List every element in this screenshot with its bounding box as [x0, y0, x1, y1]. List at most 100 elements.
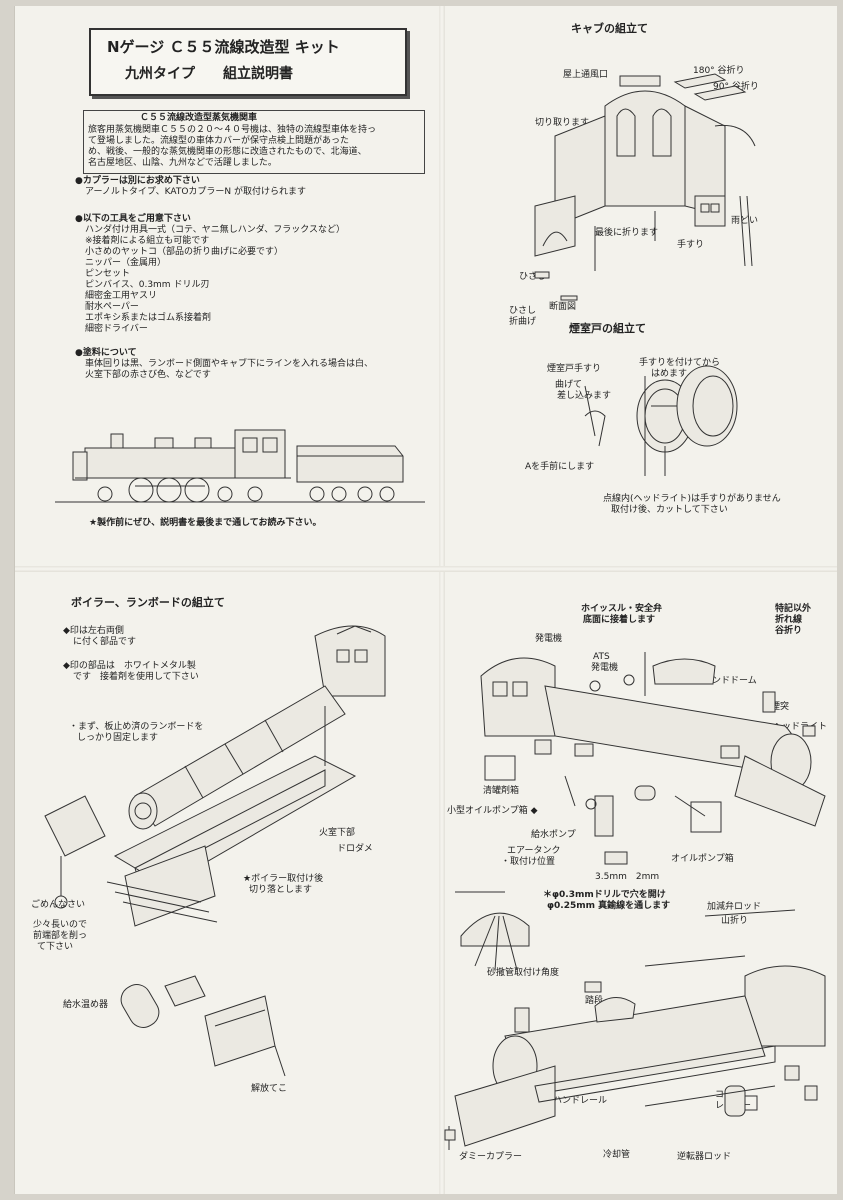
cab-label: 切り取ります	[535, 118, 590, 128]
cab-label: 最後に折ります	[595, 228, 659, 238]
final-label: 踏段	[585, 996, 604, 1006]
parts-note: 底面に接着します	[583, 615, 656, 625]
paint-line: 火室下部の赤さび色、などです	[85, 370, 211, 380]
cab-label: 折曲げ	[509, 317, 537, 327]
tool-line: ※接着剤による組立も可能です	[85, 236, 210, 246]
intro-line: 名古屋地区、山陰、九州などで活躍しました。	[88, 158, 277, 168]
fold-line-horizontal	[15, 566, 837, 572]
parts-mounting-drawing	[445, 626, 835, 886]
smokebox-label: 差し込みます	[557, 391, 612, 401]
boiler-label: 解放てこ	[251, 1084, 288, 1094]
boiler-note: に付く部品です	[73, 637, 137, 647]
boiler-assembly-drawing	[25, 606, 425, 1086]
boiler-label: 給水温め器	[63, 1000, 109, 1010]
instruction-sheet: Nゲージ Ｃ５５流線改造型 キット 九州タイプ 組立説明書 Ｃ５５流線改造型蒸気…	[14, 6, 837, 1194]
tool-line: 小さめのヤットコ（部品の折り曲げに必要です）	[85, 247, 284, 257]
cab-label: 雨どい	[731, 216, 759, 226]
locomotive-side-view	[55, 416, 425, 516]
parts-label: オイルポンプ箱	[671, 854, 734, 864]
tool-line: エポキシ系またはゴム系接着剤	[85, 313, 212, 323]
final-note: φ0.25mm 真鍮線を通します	[547, 901, 671, 911]
final-label: 冷却管	[603, 1150, 631, 1160]
smokebox-title: 煙室戸の組立て	[569, 322, 646, 335]
intro-line: て登場しました。流線型の車体カバーが保守点検上問題があった	[88, 136, 350, 146]
title-line-2: 九州タイプ 組立説明書	[125, 66, 293, 82]
title-box: Nゲージ Ｃ５５流線改造型 キット 九州タイプ 組立説明書	[89, 28, 407, 96]
tool-line: ハンダ付け用具一式（コテ、ヤニ無しハンダ、フラックスなど）	[85, 225, 346, 235]
footer-note: ★製作前にぜひ、説明書を最後まで通してお読み下さい。	[89, 518, 322, 528]
boiler-note: です 接着剤を使用して下さい	[73, 672, 199, 682]
boiler-title: ボイラー、ランボードの組立て	[71, 596, 225, 609]
boiler-note: ◆印は左右両側	[63, 626, 124, 636]
smokebox-label: 点線内(ヘッドライト)は手すりがありません	[603, 494, 781, 504]
note-heading-coupler: ●カプラーは別にお求め下さい	[75, 176, 200, 186]
parts-label: 給水ポンプ	[531, 830, 576, 840]
boiler-label: ・まず、板止め済のランボードを	[69, 722, 204, 732]
paint-line: 車体回りは黒、ランボード側面やキャブ下にラインを入れる場合は白、	[85, 359, 374, 369]
parts-note: ホイッスル・安全弁	[581, 604, 663, 614]
tool-line: ニッパー（金属用）	[85, 258, 167, 268]
parts-label: 3.5mm 2mm	[595, 872, 660, 882]
boiler-label: ごめんなさい	[31, 900, 86, 910]
boiler-label: ★ボイラー取付け後	[243, 874, 324, 884]
note-heading-paint: ●塗料について	[75, 348, 137, 358]
fold-legend: 谷折り	[775, 626, 803, 636]
parts-label: エアータンク	[507, 846, 561, 856]
parts-label: 煙突	[771, 702, 790, 712]
note-heading-tools: ●以下の工具をご用意下さい	[75, 214, 191, 224]
fold-line-vertical	[439, 6, 445, 1194]
final-label: ハンドレール	[553, 1096, 608, 1106]
note-line: アーノルトタイプ、KATOカプラーN が取付けられます	[85, 187, 307, 197]
final-label: 山折り	[721, 916, 749, 926]
smokebox-label: 曲げて	[555, 380, 583, 390]
intro-line: め、戦後、一般的な蒸気機関車の形態に改造されたもので、北海道、	[88, 147, 367, 157]
boiler-label: て下さい	[37, 942, 74, 952]
boiler-label: ドロダメ	[337, 844, 373, 854]
cab-label: ひさし	[509, 306, 537, 316]
final-note: ＊φ0.3mmドリルで穴を開け	[543, 890, 666, 900]
boiler-note: ◆印の部品は ホワイトメタル製	[63, 661, 196, 671]
cab-label: 手すり	[677, 240, 705, 250]
smokebox-label: はめます	[651, 369, 688, 379]
tool-line: 耐水ペーパー	[85, 302, 139, 312]
parts-label: 発電機	[591, 663, 619, 673]
smokebox-label: 取付け後、カットして下さい	[611, 505, 728, 515]
smokebox-label: Aを手前にします	[525, 462, 595, 472]
tool-line: 細密金工用ヤスリ	[85, 291, 158, 301]
final-label: ダミーカプラー	[459, 1152, 523, 1162]
cab-label: ひさし	[519, 272, 547, 282]
parts-label: 小型オイルポンプ箱 ◆	[447, 806, 538, 816]
intro-heading: Ｃ５５流線改造型蒸気機関車	[140, 113, 258, 123]
cab-label: 180° 谷折り	[693, 66, 745, 76]
final-label: 逆転器ロッド	[677, 1152, 732, 1162]
tool-line: ピンバイス、0.3mm ドリル刃	[85, 280, 210, 290]
smokebox-label: 手すりを付けてから	[639, 358, 721, 368]
boiler-label: 火室下部	[319, 828, 356, 838]
smokebox-label: 煙室戸手すり	[547, 364, 602, 374]
parts-label: 清罐剤箱	[483, 786, 520, 796]
parts-label: ・取付け位置	[501, 857, 556, 867]
final-label: 加減弁ロッド	[707, 902, 762, 912]
smokebox-door-drawing	[555, 346, 755, 486]
parts-label: サンドドーム	[703, 676, 757, 686]
final-label: 砂撒管取付け角度	[487, 968, 560, 978]
boiler-label: 切り落とします	[249, 885, 313, 895]
parts-label: 発電機	[535, 634, 563, 644]
intro-box: Ｃ５５流線改造型蒸気機関車 旅客用蒸気機関車Ｃ５５の２０～４０号機は、独特の流線…	[83, 110, 425, 174]
title-line-1: Nゲージ Ｃ５５流線改造型 キット	[107, 38, 340, 56]
parts-label: ATS	[593, 652, 610, 662]
cab-title: キャブの組立て	[571, 22, 648, 35]
tool-line: ピンセット	[85, 269, 131, 279]
cab-label: 屋上通風口	[563, 70, 609, 80]
tool-line: 細密ドライバー	[85, 324, 148, 334]
final-assembly-drawing	[445, 886, 835, 1176]
intro-line: 旅客用蒸気機関車Ｃ５５の２０～４０号機は、独特の流線型車体を持っ	[88, 125, 377, 135]
boiler-label: 少々長いので	[33, 920, 88, 930]
boiler-label: 前端部を削っ	[33, 931, 88, 941]
boiler-label: しっかり固定します	[77, 733, 159, 743]
fold-legend: 特記以外	[775, 604, 812, 614]
fold-legend: 折れ線	[775, 615, 803, 625]
cab-assembly-drawing	[495, 46, 795, 296]
parts-label: ヘッドライト	[773, 722, 828, 732]
cab-label: 断面図	[549, 302, 577, 312]
